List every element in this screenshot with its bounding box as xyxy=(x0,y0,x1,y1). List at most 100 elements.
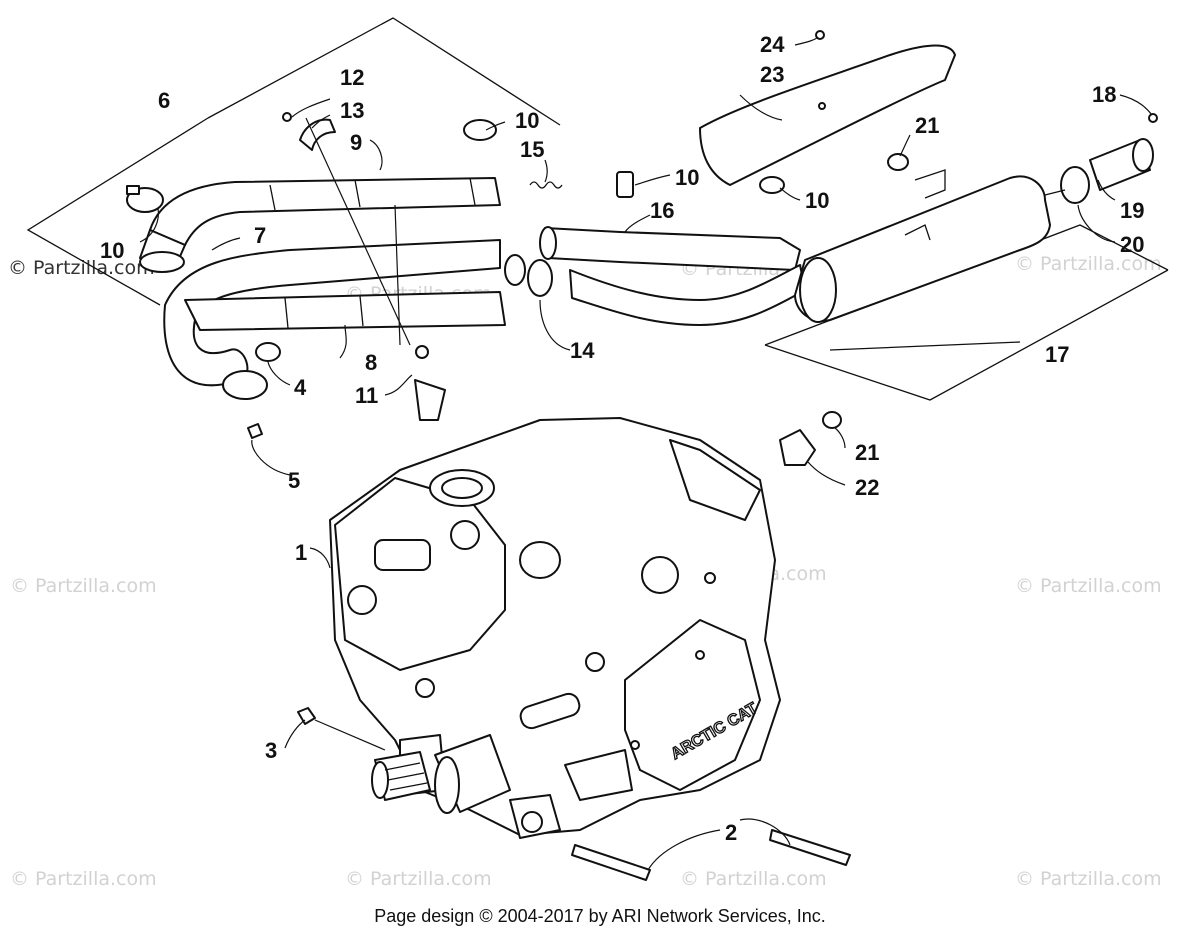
muffler-tab xyxy=(904,224,931,241)
watermark: © Partzilla.com xyxy=(1015,253,1162,275)
callout-23: 23 xyxy=(760,62,784,87)
leader-10 xyxy=(485,121,506,131)
head-port xyxy=(374,539,431,571)
intake-opening xyxy=(441,477,483,499)
watermark: © Partzilla.com xyxy=(10,868,157,890)
gasket-4 xyxy=(255,342,281,362)
leader-13-line xyxy=(305,117,411,346)
shield-rib xyxy=(359,295,364,327)
small-parts-left xyxy=(126,112,563,439)
fasteners xyxy=(297,707,851,881)
callout-7: 7 xyxy=(254,223,266,248)
leader-7 xyxy=(211,237,241,251)
leader-18 xyxy=(1119,94,1153,116)
clamp-13 xyxy=(299,118,336,151)
callout-24: 24 xyxy=(760,32,785,57)
bracket-22 xyxy=(779,429,816,466)
nut-5 xyxy=(247,423,263,439)
screw-18 xyxy=(1148,113,1158,123)
callout-18: 18 xyxy=(1092,82,1116,107)
leader-3-line xyxy=(314,719,386,751)
callout-11: 11 xyxy=(355,383,378,408)
callout-2: 2 xyxy=(725,820,737,845)
grommet-21 xyxy=(887,153,909,171)
head-pipe-assembly xyxy=(139,177,526,400)
heat-shield-upper xyxy=(149,177,501,246)
spline-line xyxy=(384,762,421,771)
bolt-11 xyxy=(415,345,429,359)
callout-8: 8 xyxy=(365,350,377,375)
leader-9 xyxy=(369,139,383,171)
bolt-2 xyxy=(571,844,651,881)
callout-19: 19 xyxy=(1120,198,1144,223)
leader-15 xyxy=(544,159,548,183)
leader-24 xyxy=(794,36,819,46)
leader-11 xyxy=(384,374,413,396)
leader-2 xyxy=(739,818,791,846)
engine-bolt xyxy=(415,678,435,698)
leader-lines xyxy=(139,36,1153,871)
callout-10: 10 xyxy=(515,108,539,133)
callout-4: 4 xyxy=(294,375,307,400)
spline-line xyxy=(387,772,425,781)
leader-5 xyxy=(251,439,291,476)
exhaust-flange xyxy=(222,370,268,400)
bolt-2 xyxy=(769,829,851,866)
engine-bolt xyxy=(585,652,605,672)
pipe-inlet-opening xyxy=(139,251,185,273)
leader-16 xyxy=(624,214,651,233)
callout-10: 10 xyxy=(100,238,124,263)
cover-bolt xyxy=(695,650,705,660)
clamp-screw xyxy=(126,185,140,195)
cover-bolt xyxy=(630,740,640,750)
spline-line xyxy=(389,782,428,791)
callout-22: 22 xyxy=(855,475,879,500)
watermark: © Partzilla.com xyxy=(345,868,492,890)
callout-21: 21 xyxy=(855,440,879,465)
callout-5: 5 xyxy=(288,468,300,493)
engine-bolt xyxy=(704,572,716,584)
mid-pipe-shield xyxy=(544,227,801,271)
bracket-17-bottom xyxy=(764,269,1169,401)
callout-12: 12 xyxy=(340,65,364,90)
leader-1 xyxy=(309,547,331,569)
callout-labels: 1 2 3 4 5 6 7 8 9 10 10 10 10 11 12 13 1… xyxy=(100,32,1144,845)
gasket-20 xyxy=(1060,166,1090,204)
grommet-21 xyxy=(822,411,842,429)
clamp-10 xyxy=(616,171,634,198)
muffler-bracket xyxy=(914,169,946,199)
leader-8 xyxy=(339,324,347,359)
screw-12 xyxy=(282,112,292,122)
watermark-layer: © Partzilla.com © Partzilla.com © Partzi… xyxy=(8,253,1162,890)
leader-13 xyxy=(311,114,331,129)
leader-12 xyxy=(291,98,331,118)
shaft-spline-end xyxy=(371,761,389,799)
bracket-6-top xyxy=(207,17,561,126)
assembly-brackets xyxy=(26,17,1169,401)
callout-15: 15 xyxy=(520,137,544,162)
leader-4 xyxy=(267,361,291,386)
pipe-outlet xyxy=(504,254,526,286)
starter-end xyxy=(434,756,460,814)
engine-boss xyxy=(519,541,561,579)
leader-2 xyxy=(647,829,721,871)
clamp-10 xyxy=(463,119,497,141)
engine-rib xyxy=(519,692,581,730)
engine-assembly: ARCTIC CAT xyxy=(329,417,781,839)
gasket-14 xyxy=(527,259,553,297)
watermark: © Partzilla.com xyxy=(680,868,827,890)
bracket-17-tick xyxy=(829,341,1021,351)
leader-3 xyxy=(284,719,306,749)
stator-cover xyxy=(624,619,761,791)
muffler-shield xyxy=(699,44,956,186)
mid-pipe-assembly xyxy=(539,171,806,326)
callout-9: 9 xyxy=(350,130,362,155)
callout-10: 10 xyxy=(805,188,829,213)
leader-23 xyxy=(739,94,783,121)
watermark: © Partzilla.com xyxy=(10,575,157,597)
bracket-11 xyxy=(414,379,446,421)
callout-16: 16 xyxy=(650,198,674,223)
leader-10 xyxy=(139,207,160,243)
leader-19 xyxy=(1097,179,1116,201)
